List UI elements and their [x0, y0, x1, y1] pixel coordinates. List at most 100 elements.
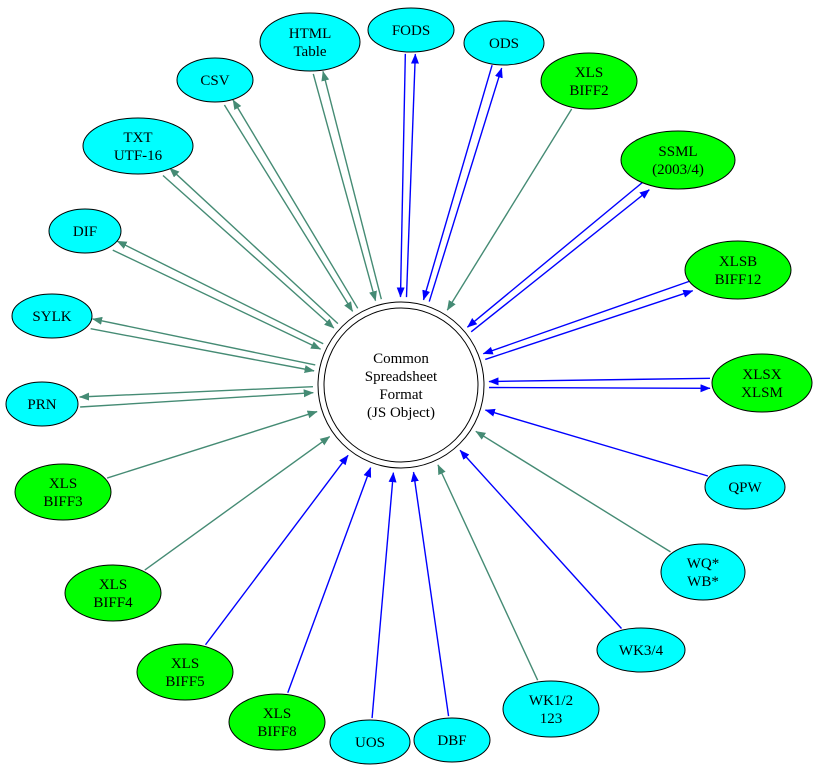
node-xls-biff4-label: XLS — [99, 577, 127, 593]
edge-xlsb-biff12 — [482, 280, 694, 361]
edges-layer — [79, 53, 711, 719]
node-ssml: SSML (2003/4) — [620, 130, 736, 190]
edge-wk1-2-123 — [437, 464, 539, 681]
node-ssml-label: (2003/4) — [652, 162, 704, 178]
node-txt-utf16-label: TXT — [123, 130, 152, 146]
edge-to-center — [396, 53, 407, 298]
node-xls-biff4: XLS BIFF4 — [64, 564, 162, 622]
edge-to-center — [112, 249, 322, 350]
edge-to-center — [90, 328, 315, 374]
node-xlsx-xlsm-label: XLSM — [741, 385, 783, 401]
node-center-label: Format — [379, 387, 423, 403]
node-uos-label: UOS — [355, 735, 385, 751]
node-xls-biff8-label: BIFF8 — [257, 724, 296, 740]
node-wk1-2-123-label: WK1/2 — [529, 693, 573, 709]
node-fods: FODS — [367, 7, 455, 53]
edge-from-center — [470, 189, 650, 333]
edge-to-center — [204, 454, 349, 646]
edge-ods — [422, 64, 503, 302]
edge-to-center — [80, 389, 314, 408]
node-xls-biff3: XLS BIFF3 — [14, 463, 112, 521]
edge-html-table — [312, 70, 383, 302]
edge-to-center — [106, 410, 318, 479]
edge-from-center — [489, 384, 711, 393]
edge-to-center — [144, 435, 331, 571]
node-center-label: Common — [373, 351, 429, 367]
node-xlsx-xlsm-label: XLSX — [742, 367, 781, 383]
node-sylk-label: SYLK — [32, 309, 71, 325]
node-xls-biff8-label: XLS — [263, 706, 291, 722]
node-wk1-2-123-label: 123 — [540, 711, 563, 727]
node-xls-biff3-label: BIFF3 — [43, 494, 82, 510]
edge-from-center — [169, 167, 339, 325]
node-xls-biff8: XLS BIFF8 — [228, 693, 326, 751]
node-wk3-4: WK3/4 — [596, 627, 686, 673]
node-ods: ODS — [463, 20, 545, 66]
edge-xls-biff3 — [106, 410, 318, 479]
edge-to-center — [371, 472, 397, 719]
edge-to-center — [410, 471, 450, 717]
edge-from-center — [405, 53, 419, 298]
node-xlsb-biff12-label: XLSB — [719, 254, 757, 270]
edge-from-center — [428, 67, 503, 302]
node-dbf-label: DBF — [437, 733, 466, 749]
node-csv: CSV — [176, 57, 254, 103]
node-center-label: (JS Object) — [367, 405, 435, 421]
node-wk1-2-123: WK1/2 123 — [502, 680, 600, 738]
edge-from-center — [92, 316, 316, 366]
edge-to-center — [466, 181, 644, 328]
edge-from-center — [116, 240, 324, 345]
node-dbf: DBF — [413, 717, 491, 763]
edge-dif — [112, 240, 324, 350]
node-xlsb-biff12-label: BIFF12 — [715, 272, 762, 288]
edge-uos — [371, 472, 397, 719]
edge-from-center — [485, 289, 694, 361]
edge-csv — [223, 99, 359, 312]
edge-xlsx-xlsm — [488, 377, 711, 393]
edge-to-center — [475, 430, 671, 553]
edge-prn — [79, 385, 314, 408]
node-xlsx-xlsm: XLSX XLSM — [711, 353, 813, 413]
edge-ssml — [466, 181, 650, 333]
edge-to-center — [437, 464, 539, 681]
edge-wq-wb — [475, 430, 671, 553]
edge-sylk — [90, 316, 316, 374]
node-ssml-label: SSML — [658, 144, 697, 160]
edge-to-center — [488, 377, 710, 386]
node-prn-label: PRN — [27, 397, 56, 413]
edge-from-center — [321, 70, 383, 300]
edge-xls-biff4 — [144, 435, 331, 571]
node-wq-wb-label: WB* — [687, 574, 719, 590]
node-wq-wb: WQ*WB* — [660, 543, 746, 601]
edge-to-center — [312, 73, 377, 302]
edge-xls-biff5 — [204, 454, 349, 646]
edge-xls-biff2 — [446, 108, 573, 311]
node-xls-biff2-label: BIFF2 — [569, 83, 608, 99]
node-fods-label: FODS — [392, 23, 430, 39]
node-uos: UOS — [329, 719, 411, 765]
node-xls-biff4-label: BIFF4 — [93, 595, 133, 611]
node-sylk: SYLK — [11, 293, 93, 339]
edge-to-center — [223, 104, 354, 312]
edge-xls-biff8 — [287, 467, 372, 693]
node-qpw-label: QPW — [728, 480, 762, 496]
edge-qpw — [484, 408, 709, 477]
edge-dbf — [410, 471, 450, 717]
edge-wk3-4 — [459, 449, 623, 629]
node-dif: DIF — [48, 208, 122, 254]
edge-txt-utf16 — [162, 167, 339, 329]
edge-fods — [396, 53, 419, 298]
edge-to-center — [446, 108, 573, 311]
node-qpw: QPW — [704, 464, 786, 510]
node-html-table-label: Table — [293, 44, 326, 60]
edge-to-center — [287, 467, 372, 693]
node-xls-biff3-label: XLS — [49, 476, 77, 492]
node-center-label: Spreadsheet — [365, 369, 438, 385]
edge-from-center — [232, 99, 359, 309]
edge-to-center — [162, 174, 335, 329]
